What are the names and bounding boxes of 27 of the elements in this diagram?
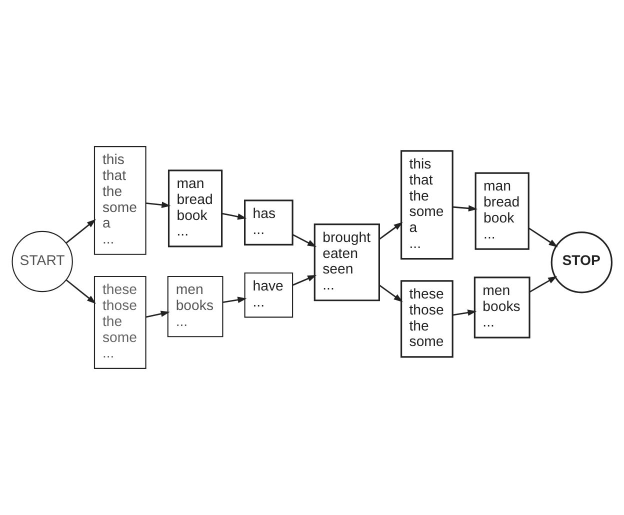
- arrow: [452, 310, 477, 316]
- node-box: brought eaten seen ...: [314, 224, 380, 302]
- node-box: man bread book ...: [168, 170, 223, 248]
- node-box: men books ...: [167, 276, 224, 338]
- arrow: [528, 228, 558, 248]
- arrow: [146, 310, 170, 318]
- arrow: [452, 205, 478, 212]
- arrow: [292, 234, 317, 248]
- arrow: [66, 280, 96, 304]
- arrow: [222, 296, 247, 303]
- node-box: these those the some: [400, 280, 454, 358]
- node-box: this that the some a ...: [94, 146, 146, 255]
- arrow: [222, 212, 247, 220]
- node-box: has ...: [244, 200, 294, 246]
- node-box: this that the some a ...: [400, 150, 454, 260]
- arrow: [292, 274, 317, 286]
- node-circle: START: [12, 230, 73, 292]
- node-circle: STOP: [550, 232, 613, 294]
- arrow: [146, 202, 171, 208]
- arrow: [66, 219, 96, 244]
- node-box: these those the some ...: [94, 276, 146, 369]
- arrow: [379, 284, 403, 302]
- arrow: [529, 276, 558, 293]
- node-box: have ...: [244, 272, 294, 318]
- node-box: man bread book ...: [474, 172, 530, 250]
- node-box: men books ...: [474, 276, 530, 338]
- arrow: [379, 222, 403, 240]
